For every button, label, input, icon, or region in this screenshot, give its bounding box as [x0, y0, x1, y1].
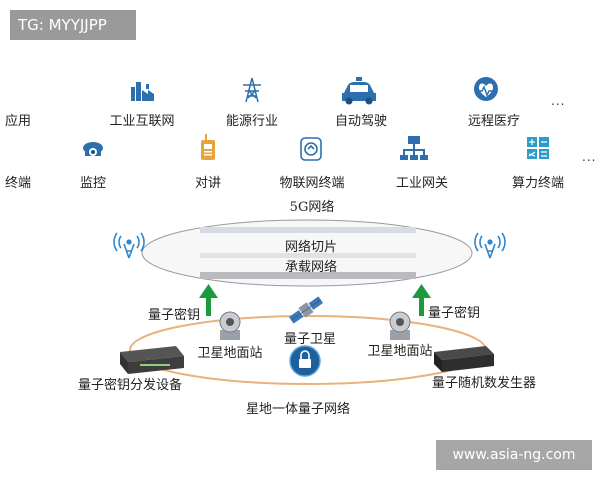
arrow-up-left	[199, 284, 218, 316]
quantum-satellite-label: 量子卫星	[283, 332, 337, 347]
row-label-terminal: 终端	[5, 176, 32, 191]
quantum-key-right-label: 量子密钥	[428, 306, 481, 321]
ground-station-right-icon	[389, 311, 411, 340]
ground-station-right-label: 卫星地面站	[367, 344, 433, 359]
app-label-industrial-internet: 工业互联网	[109, 114, 175, 129]
app-label-autonomous-driving: 自动驾驶	[334, 114, 388, 129]
terminal-ellipsis: ...	[582, 150, 597, 164]
terminal-label-compute: 算力终端	[511, 176, 565, 191]
iot-device-icon	[300, 137, 322, 161]
app-label-energy: 能源行业	[225, 114, 279, 129]
app-label-telemedicine: 远程医疗	[467, 114, 521, 129]
qkd-device-icon	[120, 346, 184, 374]
terminal-label-intercom: 对讲	[194, 176, 222, 191]
qkd-device-label: 量子密钥分发设备	[78, 378, 183, 393]
power-tower-icon	[243, 77, 261, 103]
lock-globe-icon	[289, 345, 321, 377]
bearer-band	[200, 272, 416, 279]
arrow-up-right	[412, 284, 431, 316]
slice-band-mid	[200, 253, 416, 258]
calculator-icon	[527, 137, 549, 159]
satellite-icon	[288, 296, 324, 324]
car-icon	[342, 77, 376, 105]
quantum-key-left-label: 量子密钥	[148, 308, 201, 323]
random-generator-label: 量子随机数发生器	[432, 376, 537, 391]
quantum-network-label: 星地一体量子网络	[245, 402, 351, 417]
row-label-application: 应用	[5, 114, 32, 129]
random-generator-icon	[434, 346, 494, 372]
heart-monitor-icon	[474, 77, 498, 101]
antenna-right-icon	[474, 232, 506, 259]
terminal-label-iot: 物联网终端	[279, 176, 345, 191]
ground-station-left-label: 卫星地面站	[197, 346, 263, 361]
antenna-left-icon	[113, 232, 145, 259]
slice-band-top	[200, 227, 416, 233]
terminal-label-monitoring: 监控	[79, 176, 107, 191]
terminal-label-gateway: 工业网关	[395, 176, 449, 191]
factory-icon	[131, 82, 154, 101]
ground-station-left-icon	[219, 311, 241, 340]
network-title: 5G网络	[289, 200, 335, 215]
app-ellipsis: ...	[551, 94, 566, 108]
watermark-top: TG: MYYJJPP	[10, 10, 136, 40]
walkie-talkie-icon	[201, 134, 215, 160]
camera-icon	[83, 142, 103, 156]
gateway-icon	[400, 136, 428, 160]
watermark-bottom: www.asia-ng.com	[436, 440, 592, 470]
network-slicing-label: 网络切片	[284, 240, 338, 255]
bearer-network-label: 承载网络	[284, 260, 338, 275]
